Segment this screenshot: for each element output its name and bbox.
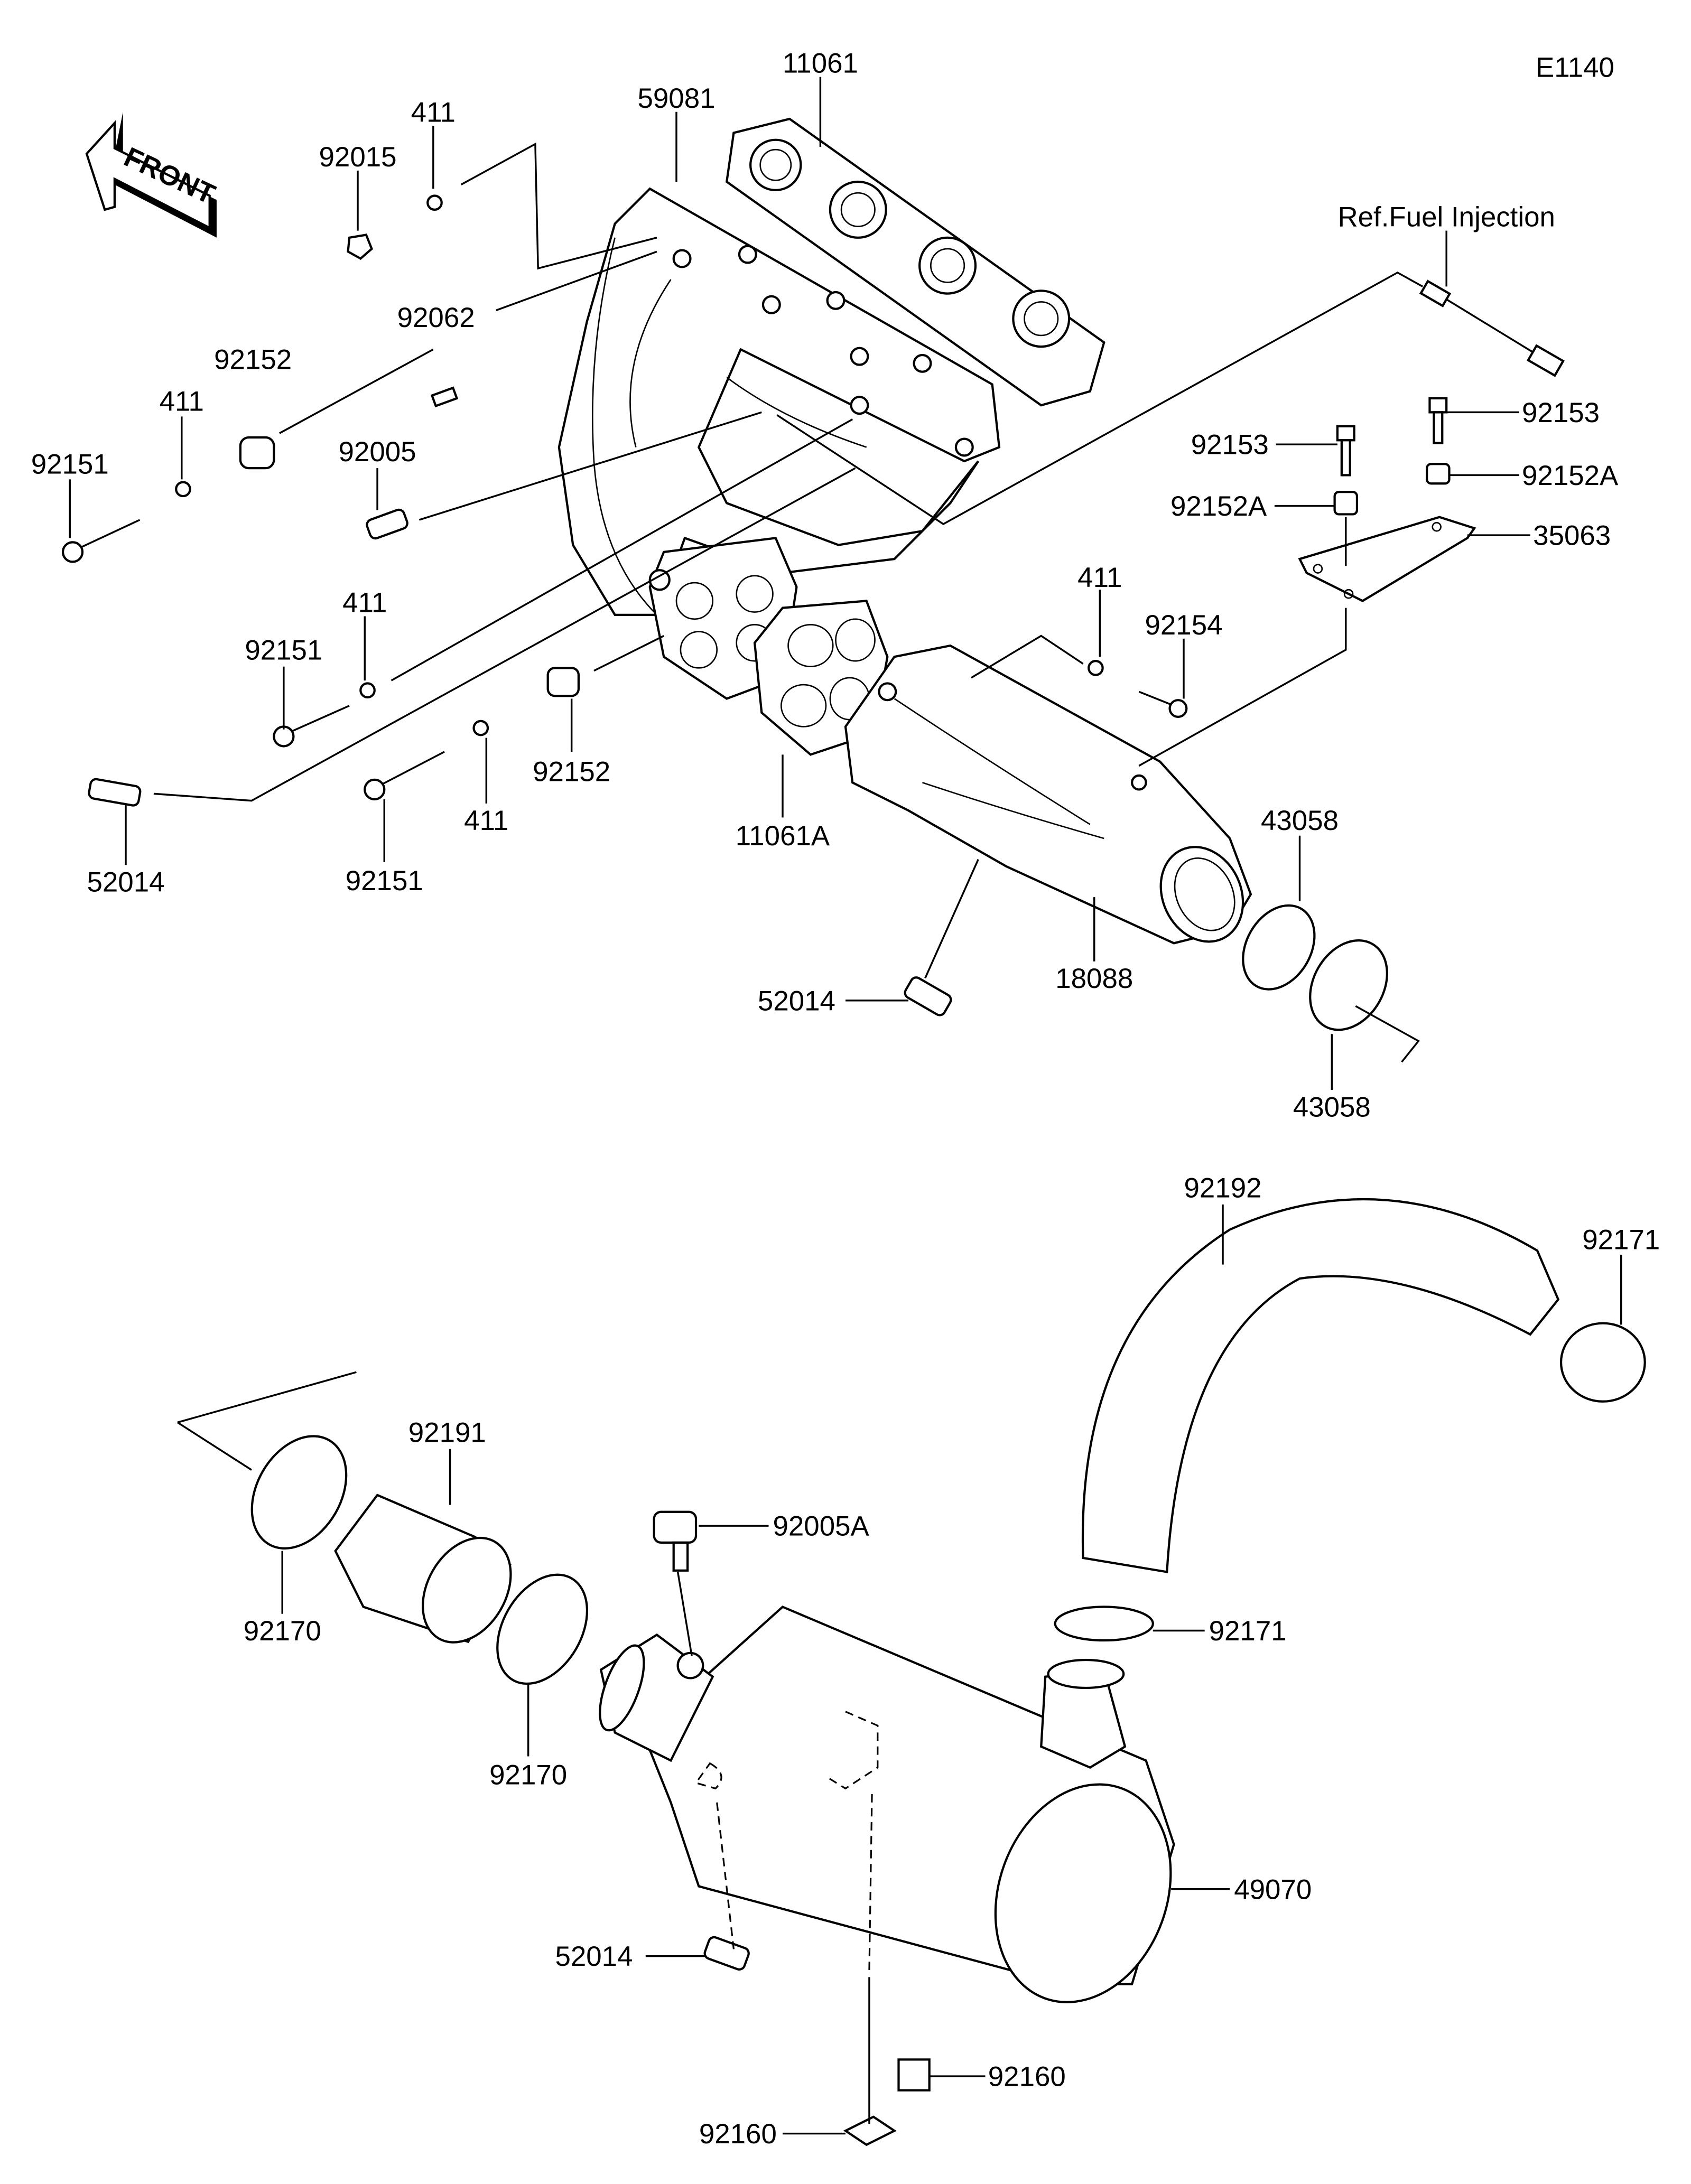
plug-92015 xyxy=(347,234,373,260)
bolt-92153-b xyxy=(1428,397,1448,444)
part-label: 52014 xyxy=(87,866,164,898)
bolt-92151-c xyxy=(364,751,445,801)
part-label: 11061A xyxy=(736,820,830,852)
o-ring-43058-b xyxy=(1309,939,1388,1031)
washer-411-a xyxy=(426,194,443,211)
pin-92062 xyxy=(430,386,459,408)
part-label: 411 xyxy=(342,587,387,619)
part-label: 92005A xyxy=(773,1511,869,1542)
part-label: 92191 xyxy=(408,1417,486,1448)
part-label: 92170 xyxy=(489,1759,567,1790)
washer-411-d xyxy=(359,682,376,699)
muffler-49070 xyxy=(599,1606,1175,2003)
part-label: 411 xyxy=(411,97,456,128)
clamp-92170-b xyxy=(496,1573,589,1685)
elbow-52014-c xyxy=(703,1936,750,1971)
o-ring-43058-a xyxy=(1242,904,1316,991)
part-label: 92151 xyxy=(245,634,322,666)
part-label: 92192 xyxy=(1184,1173,1262,1204)
collar-92152A-a xyxy=(1333,491,1359,516)
part-label: 92153 xyxy=(1522,397,1600,428)
part-label: 92062 xyxy=(397,302,475,333)
fitting-92005 xyxy=(366,508,408,540)
part-label: 92152A xyxy=(1522,460,1619,491)
part-label: 411 xyxy=(1077,562,1122,593)
part-label: 52014 xyxy=(758,985,835,1016)
washer-411-b xyxy=(175,481,191,498)
part-label: 92152A xyxy=(1170,491,1267,522)
clamp-92171-a xyxy=(1559,1322,1646,1403)
hose-92192 xyxy=(1081,1198,1560,1573)
collar-92152-b xyxy=(546,667,580,697)
part-label: 92153 xyxy=(1191,430,1269,461)
bolt-92153-a xyxy=(1336,425,1355,477)
pad-92160-a xyxy=(897,2058,931,2092)
collar-92152-a xyxy=(239,436,275,470)
elbow-92005A xyxy=(653,1510,698,1572)
bolt-92151-b xyxy=(273,705,350,748)
bolt-92151-a xyxy=(61,519,141,563)
part-label: 49070 xyxy=(1234,1874,1312,1905)
exhaust-gasket-11061 xyxy=(725,117,1105,407)
elbow-52014-b xyxy=(904,976,952,1016)
clamp-92170-a xyxy=(250,1435,348,1550)
part-label: 92170 xyxy=(244,1616,321,1647)
part-label: 411 xyxy=(464,805,508,836)
part-label: 92151 xyxy=(31,449,109,480)
bracket-35063 xyxy=(1298,516,1476,602)
part-label: 92171 xyxy=(1209,1616,1287,1647)
part-label: 59081 xyxy=(637,83,715,114)
collar-92152A-b xyxy=(1426,463,1451,485)
part-label: 52014 xyxy=(555,1941,633,1972)
part-label: 92152 xyxy=(214,344,292,375)
part-label: 92151 xyxy=(346,865,423,897)
exhaust-manifold xyxy=(558,187,1001,616)
washer-411-c xyxy=(1088,660,1104,676)
part-label: 92015 xyxy=(319,142,397,173)
part-label: 43058 xyxy=(1261,805,1339,836)
pad-92160-b xyxy=(843,2115,897,2146)
front-arrow-icon: FRONT xyxy=(85,111,220,238)
part-label: 92171 xyxy=(1582,1225,1660,1256)
part-label: 92160 xyxy=(988,2061,1066,2093)
diagram-code: E1140 xyxy=(1536,52,1614,83)
part-label: 18088 xyxy=(1055,963,1133,994)
part-label: 411 xyxy=(160,386,204,417)
part-label: 92005 xyxy=(339,436,416,468)
reference-note: Ref.Fuel Injection xyxy=(1337,202,1555,233)
part-label: 92154 xyxy=(1145,610,1222,641)
leader-lines xyxy=(69,77,1622,2135)
fitting-52014-a xyxy=(88,778,142,807)
washer-411-e xyxy=(472,720,489,736)
hose-92191 xyxy=(334,1494,512,1644)
part-label: 11061 xyxy=(783,48,858,79)
part-label: 35063 xyxy=(1533,520,1611,552)
part-label: 92160 xyxy=(699,2118,777,2150)
part-label: 43058 xyxy=(1293,1091,1371,1123)
part-label: 92152 xyxy=(533,757,610,788)
bolt-92154 xyxy=(1138,690,1188,718)
exhaust-pipe-18088 xyxy=(844,644,1252,945)
fuel-injection-sensor xyxy=(1419,279,1565,377)
clamp-92171-b xyxy=(1054,1606,1154,1642)
